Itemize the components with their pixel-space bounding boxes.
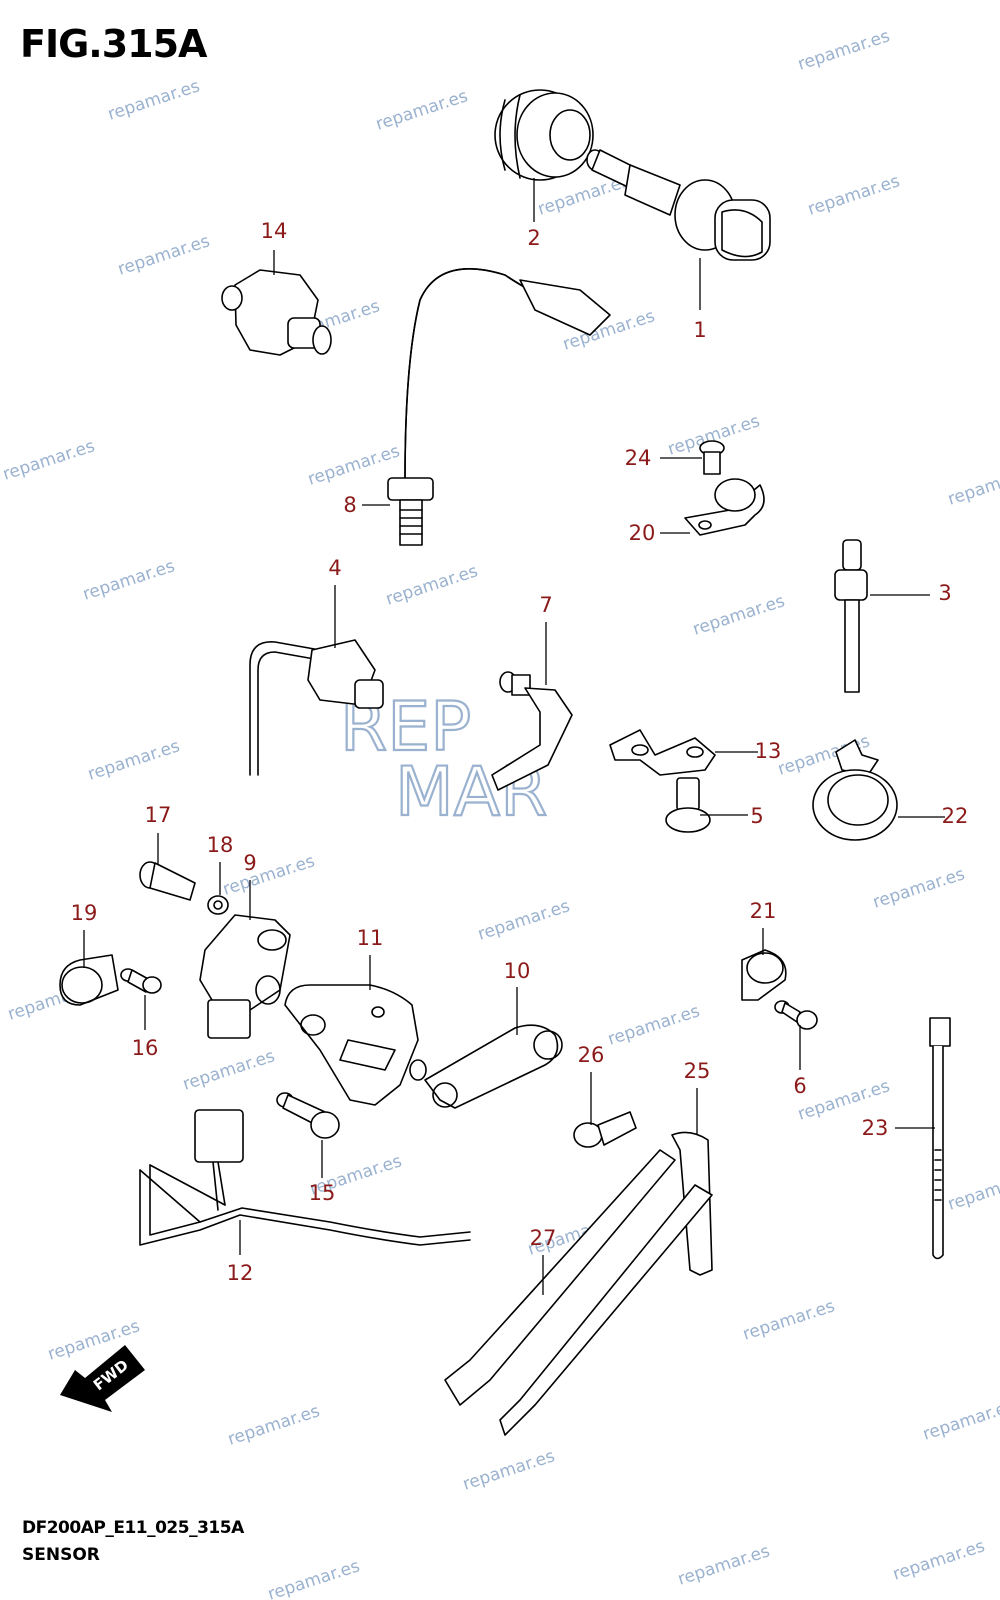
model-code: DF200AP_E11_025_315A <box>22 1518 244 1538</box>
figure-title: FIG.315A <box>20 22 207 66</box>
watermark-text: repamar.es <box>945 1166 1000 1215</box>
temp-sensor-connector-drawing <box>586 149 771 261</box>
part-23-callout-label: 23 <box>862 1116 889 1140</box>
watermark-text: repamar.es <box>180 1046 277 1095</box>
part-25-callout-label: 25 <box>684 1059 711 1083</box>
part-26-callout-label: 26 <box>578 1043 605 1067</box>
watermark-text: repamar.es <box>115 231 212 280</box>
part-11-callout-label: 11 <box>357 926 384 950</box>
part-9-callout-label: 9 <box>243 851 256 875</box>
part-16-callout-label: 16 <box>132 1036 159 1060</box>
part-3-callout-label: 3 <box>938 581 951 605</box>
clamp-bolt-6-drawing <box>741 949 818 1030</box>
sensor-lead-drawing <box>387 268 611 546</box>
part-22-callout-label: 22 <box>942 804 969 828</box>
watermark-text: repamar.es <box>85 736 182 785</box>
watermark-text: repamar.es <box>675 1541 772 1590</box>
watermark-text: repamar.es <box>690 591 787 640</box>
cable-tie-drawing <box>929 1017 951 1260</box>
section-name: SENSOR <box>22 1545 100 1565</box>
pressure-sensor-drawing <box>221 269 332 356</box>
part-27-callout-label: 27 <box>530 1226 557 1250</box>
part-20-callout-label: 20 <box>629 521 656 545</box>
sensor-link-drawing <box>409 1024 563 1109</box>
part-2-callout-label: 2 <box>527 226 540 250</box>
temperature-sensor-drawing <box>834 539 868 693</box>
grommet-drawing <box>494 89 594 181</box>
part-17-callout-label: 17 <box>145 803 172 827</box>
part-19-callout-label: 19 <box>71 901 98 925</box>
watermark-text: repamar.es <box>945 461 1000 510</box>
watermark-text: repamar.es <box>0 436 97 485</box>
watermark-text: repamar.es <box>460 1446 557 1495</box>
watermark-text: repamar.es <box>795 26 892 75</box>
part-4-callout-label: 4 <box>328 556 341 580</box>
bracket-assembly-drawing <box>444 1111 713 1436</box>
throttle-sensor-drawing <box>139 861 291 1039</box>
watermark-text: repamar.es <box>870 864 967 913</box>
clamp-bolt-drawing <box>684 440 765 536</box>
harness-drawing <box>139 1092 471 1246</box>
part-7-callout-label: 7 <box>539 593 552 617</box>
part-13-callout-label: 13 <box>755 739 782 763</box>
part-12-callout-label: 12 <box>227 1261 254 1285</box>
watermark-text: repamar.es <box>890 1536 987 1585</box>
watermark-text: repamar.es <box>105 76 202 125</box>
clip-drawing <box>812 739 898 841</box>
watermark-text: repamar.es <box>373 86 470 135</box>
watermark-text: repamar.es <box>265 1556 362 1600</box>
part-10-callout-label: 10 <box>504 959 531 983</box>
hose-clamp-bolt-drawing <box>59 954 162 1006</box>
part-5-callout-label: 5 <box>750 804 763 828</box>
thermo-sensor-drawing <box>249 639 384 776</box>
part-21-callout-label: 21 <box>750 899 777 923</box>
bracket-bolt-drawing <box>609 729 716 833</box>
part-6-callout-label: 6 <box>793 1074 806 1098</box>
part-1-callout-label: 1 <box>693 318 706 342</box>
callout-layer: 1234567891011121314151617181920212223242… <box>71 178 969 1295</box>
watermark-text: repamar.es <box>225 1401 322 1450</box>
part-14-callout-label: 14 <box>261 219 288 243</box>
watermark-text: repamar.es <box>805 171 902 220</box>
watermark-text: repamar.es <box>920 1396 1000 1445</box>
part-24-callout-label: 24 <box>625 446 652 470</box>
part-8-callout-label: 8 <box>343 493 356 517</box>
oil-sensor-drawing <box>491 671 573 791</box>
watermark-text: repamar.es <box>383 561 480 610</box>
watermark-text: repamar.es <box>220 851 317 900</box>
sensor-bracket-drawing <box>284 984 419 1106</box>
watermark-text: repamar.es <box>605 1001 702 1050</box>
watermark-text: repamar.es <box>475 896 572 945</box>
part-15-callout-label: 15 <box>309 1181 336 1205</box>
watermark-text: repamar.es <box>80 556 177 605</box>
part-18-callout-label: 18 <box>207 833 234 857</box>
watermark-text: repamar.es <box>740 1296 837 1345</box>
